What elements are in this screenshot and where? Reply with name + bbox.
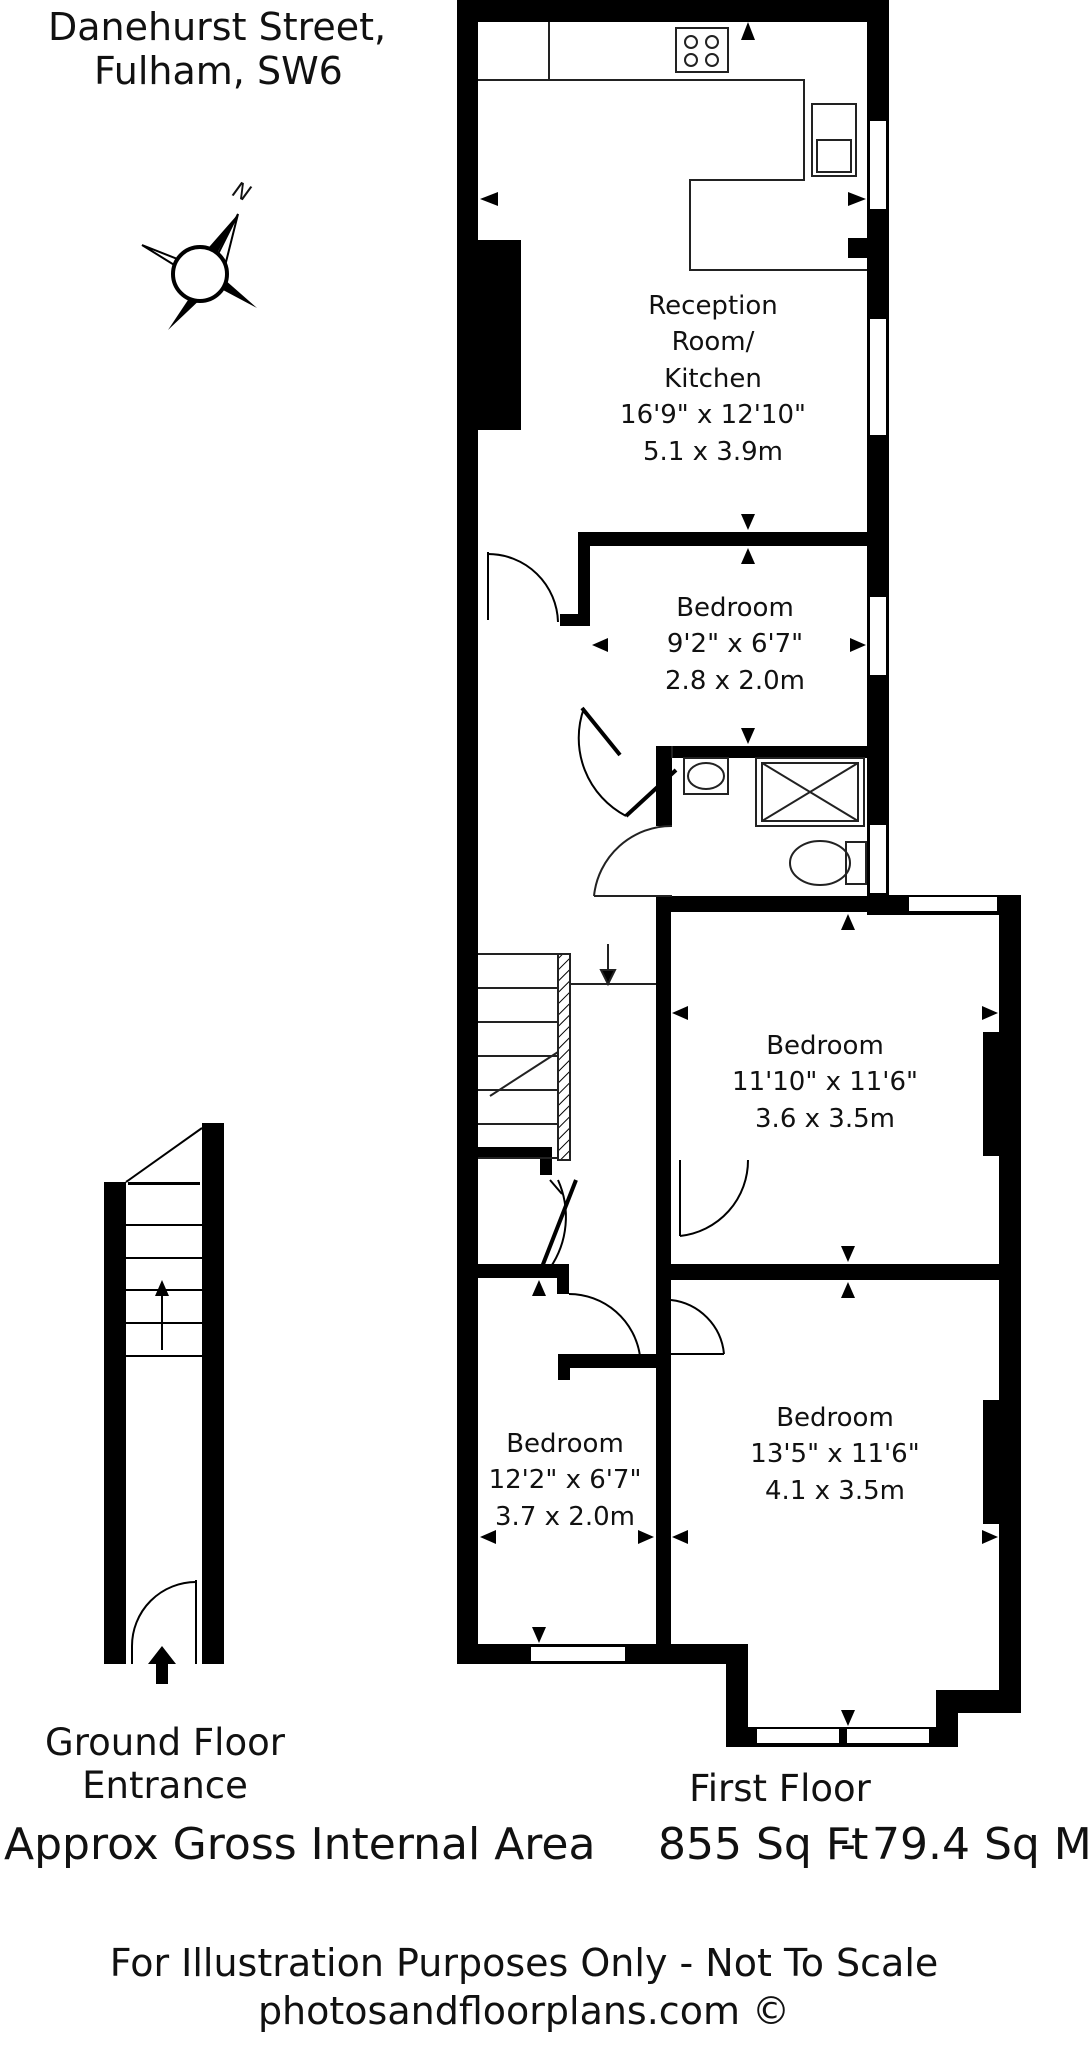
ground-floor-label-line-2: Entrance — [82, 1763, 248, 1807]
room-dimensions-imperial: 11'10" x 11'6" — [732, 1067, 918, 1098]
windows — [529, 119, 999, 1745]
ground-floor-label: Ground Floor Entrance — [20, 1721, 310, 1807]
ground-floor-plan — [104, 1123, 224, 1684]
room-dimensions-imperial: 12'2" x 6'7" — [488, 1465, 642, 1496]
room-name: Kitchen — [664, 363, 762, 394]
room-dimensions-metric: 4.1 x 3.5m — [765, 1475, 905, 1506]
room-label-bedroom-1: Bedroom 9'2" x 6'7" 2.8 x 2.0m — [620, 590, 850, 699]
room-label-bedroom-2: Bedroom 11'10" x 11'6" 3.6 x 3.5m — [710, 1028, 940, 1137]
property-address: Danehurst Street, Fulham, SW6 — [48, 5, 387, 93]
room-name: Reception — [648, 291, 778, 321]
room-dimensions-metric: 3.7 x 2.0m — [495, 1501, 635, 1532]
doors — [487, 552, 750, 1357]
address-line-2: Fulham, SW6 — [94, 48, 343, 93]
room-dimensions-metric: 2.8 x 2.0m — [665, 665, 805, 696]
room-dimensions-imperial: 16'9" x 12'10" — [620, 400, 806, 431]
compass-icon — [141, 213, 257, 330]
area-sqm: 79.4 Sq M — [872, 1819, 1092, 1870]
ground-floor-label-line-1: Ground Floor — [45, 1721, 285, 1764]
room-name: Bedroom — [676, 593, 794, 623]
room-dimensions-imperial: 9'2" x 6'7" — [666, 629, 804, 660]
room-dimensions-metric: 3.6 x 3.5m — [755, 1103, 895, 1134]
dimension-arrows — [480, 22, 998, 1726]
stairs — [478, 944, 656, 1161]
area-sqft: 855 Sq Ft — [658, 1819, 869, 1870]
room-name: Bedroom — [766, 1031, 884, 1061]
kitchen-fittings — [478, 22, 867, 271]
room-name: Room/ — [671, 327, 755, 358]
bathroom-fittings — [593, 746, 867, 897]
room-label-bedroom-3: Bedroom 12'2" x 6'7" 3.7 x 2.0m — [470, 1426, 660, 1535]
area-label: Approx Gross Internal Area — [4, 1819, 596, 1870]
room-dimensions-imperial: 13'5" x 11'6" — [750, 1439, 920, 1470]
room-name: Bedroom — [506, 1429, 624, 1459]
disclaimer-text: For Illustration Purposes Only - Not To … — [109, 1941, 939, 1985]
room-dimensions-metric: 5.1 x 3.9m — [643, 436, 783, 467]
address-line-1: Danehurst Street, — [48, 5, 387, 49]
room-name: Bedroom — [776, 1403, 894, 1433]
room-label-bedroom-4: Bedroom 13'5" x 11'6" 4.1 x 3.5m — [720, 1400, 950, 1509]
first-floor-label: First Floor — [689, 1767, 871, 1810]
website-credit: photosandfloorplans.com © — [257, 1989, 791, 2033]
room-label-reception-kitchen: Reception Room/ Kitchen 16'9" x 12'10" 5… — [578, 288, 848, 470]
area-separator: - — [840, 1819, 856, 1870]
floor-plan — [104, 0, 1021, 1747]
